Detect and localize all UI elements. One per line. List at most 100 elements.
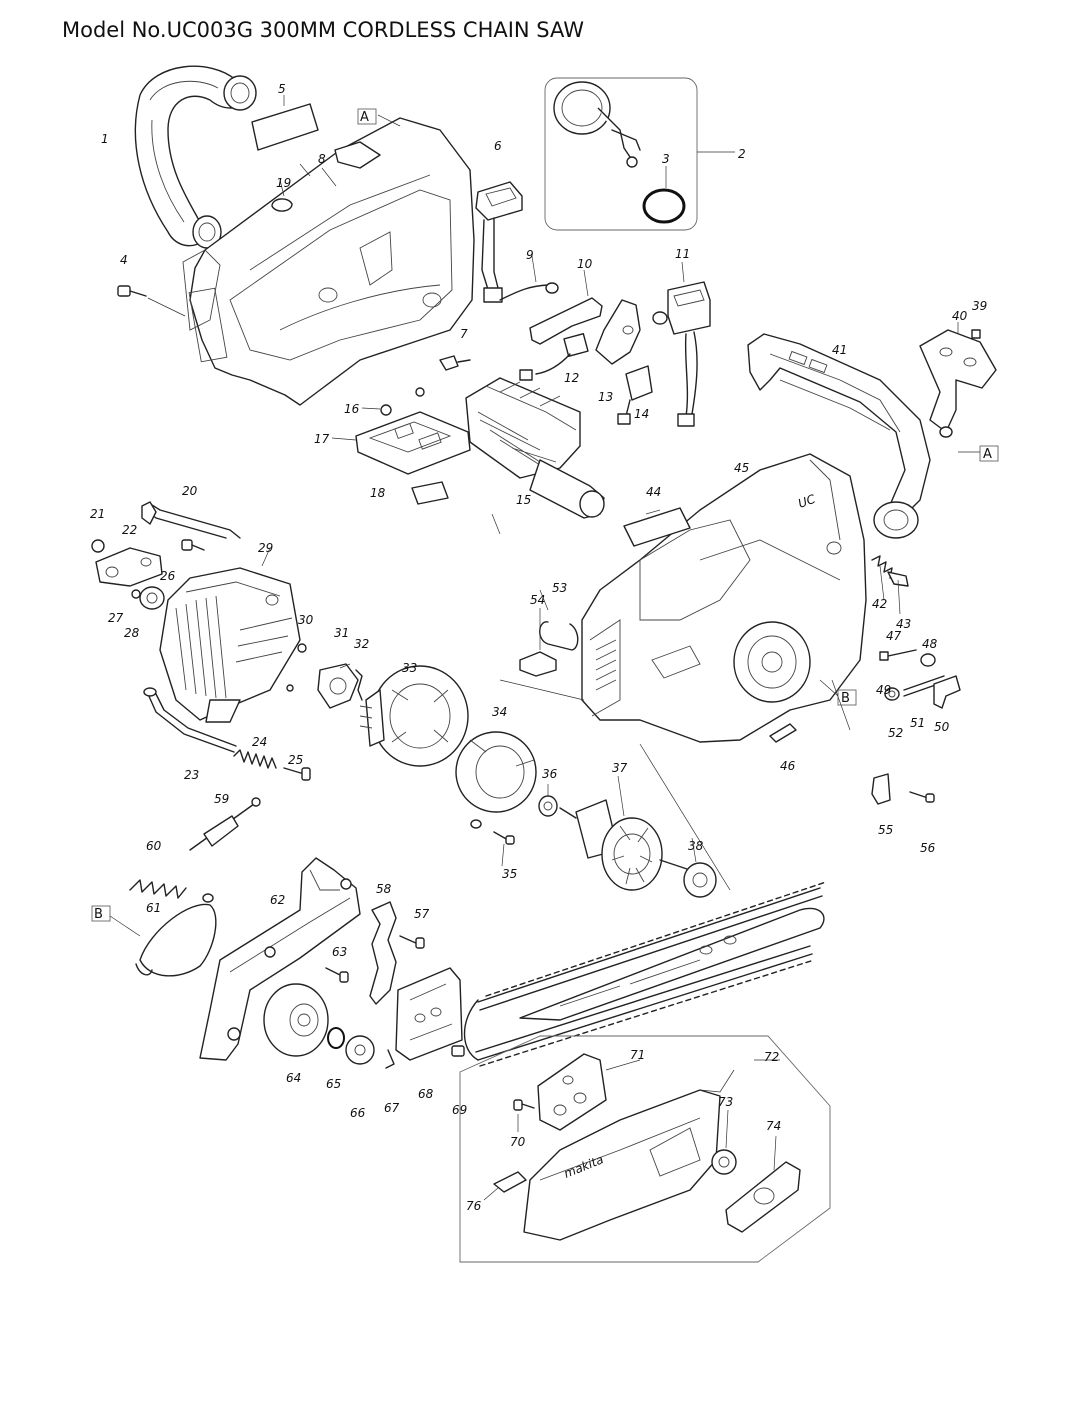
part-41-hand-guard [747, 333, 931, 539]
svg-text:A: A [983, 447, 992, 462]
part-62-brake-lever [199, 857, 361, 1061]
label-part-39: 39 [972, 299, 987, 313]
part-36-bearing [538, 795, 558, 817]
label-part-11: 11 [675, 247, 690, 261]
part-59-rod [189, 797, 261, 851]
part-46-pad [769, 723, 797, 743]
label-part-52: 52 [888, 726, 903, 740]
part-33-stator [359, 665, 469, 767]
saw-chain [463, 881, 827, 1067]
ref-mark-b-left: B [91, 905, 111, 922]
label-part-28: 28 [124, 626, 140, 640]
part-63-screw [325, 967, 349, 983]
part-57-screw [399, 935, 425, 949]
part-9-wire [499, 255, 559, 301]
part-14-switch [617, 365, 653, 425]
label-part-48: 48 [922, 637, 938, 651]
label-part-32: 32 [354, 637, 369, 651]
part-7-housing [182, 117, 475, 406]
screw-small [415, 387, 425, 397]
part-7-screw [439, 355, 471, 371]
label-part-74: 74 [766, 1119, 781, 1133]
part-43-pin [887, 571, 909, 587]
label-part-33: 33 [402, 661, 417, 675]
ref-mark-a-right: A [979, 445, 999, 462]
label-part-42: 42 [872, 597, 887, 611]
label-part-1: 1 [101, 132, 109, 146]
part-42-spring [871, 555, 893, 579]
part-2-group [544, 77, 735, 231]
part-48-collar [920, 653, 936, 667]
label-part-21: 21 [90, 507, 105, 521]
part-45-main-housing: UC [581, 453, 867, 743]
label-part-2: 2 [738, 147, 746, 161]
label-part-62: 62 [270, 893, 285, 907]
label-part-36: 36 [542, 767, 558, 781]
label-part-19: 19 [276, 176, 291, 190]
part-40-guard-bracket [919, 322, 997, 438]
label-part-20: 20 [182, 484, 198, 498]
label-leaders [261, 163, 901, 1201]
label-part-47: 47 [886, 629, 902, 643]
label-part-71: 71 [630, 1048, 645, 1062]
part-67-clip [385, 1049, 395, 1069]
part-22-oil-pump [95, 547, 163, 587]
label-part-59: 59 [214, 792, 229, 806]
label-part-57: 57 [414, 907, 430, 921]
label-part-9: 9 [526, 248, 534, 262]
svg-text:UC: UC [796, 492, 817, 511]
part-6-pad [475, 181, 523, 303]
label-part-8: 8 [318, 152, 326, 166]
part-64-clutch-drum [263, 983, 329, 1057]
part-5-label [251, 103, 319, 151]
part-17-board [355, 411, 471, 475]
guide-bar [519, 907, 825, 1021]
label-part-70: 70 [510, 1135, 526, 1149]
part-35-screw [493, 831, 515, 845]
label-part-55: 55 [878, 823, 893, 837]
part-44-label [623, 507, 691, 547]
label-part-54: 54 [530, 593, 545, 607]
label-part-25: 25 [288, 753, 303, 767]
svg-text:A: A [360, 110, 369, 125]
part-21-screw [91, 539, 105, 553]
part-15-battery-holder [465, 377, 605, 519]
part-28-bearing [139, 586, 165, 610]
label-part-51: 51 [910, 716, 925, 730]
part-58-plate [369, 901, 397, 1005]
label-part-35: 35 [502, 867, 517, 881]
label-part-49: 49 [876, 683, 891, 697]
part-74-plate [725, 1161, 801, 1233]
part-71-cover-plate [537, 1053, 607, 1131]
part-76-clip [493, 1171, 527, 1193]
label-part-46: 46 [780, 759, 796, 773]
part-72-sprocket-cover: makita [523, 1089, 721, 1241]
label-part-30: 30 [298, 613, 314, 627]
part-26-screw [181, 539, 205, 551]
page-title: Model No.UC003G 300MM CORDLESS CHAIN SAW [62, 18, 585, 42]
label-part-24: 24 [252, 735, 267, 749]
part-18-label [411, 481, 449, 505]
part-34-fan-cover [455, 731, 537, 829]
label-part-53: 53 [552, 581, 567, 595]
label-part-4: 4 [120, 253, 128, 267]
label-part-63: 63 [332, 945, 347, 959]
label-part-29: 29 [258, 541, 273, 555]
label-part-40: 40 [952, 309, 968, 323]
part-61-brake-band [135, 893, 217, 977]
label-part-14: 14 [634, 407, 649, 421]
part-24-spring [233, 749, 277, 769]
label-part-7: 7 [460, 327, 468, 341]
label-part-3: 3 [662, 152, 670, 166]
part-11-switch-box [652, 261, 711, 427]
part-32-wire [355, 669, 363, 701]
part-54-bracket [519, 651, 557, 677]
label-part-76: 76 [466, 1199, 482, 1213]
part-56-screw [909, 791, 935, 803]
part-73-nut [711, 1149, 737, 1175]
svg-text:B: B [841, 691, 850, 706]
label-part-5: 5 [278, 82, 286, 96]
label-part-13: 13 [598, 390, 613, 404]
part-29-motor-housing [159, 567, 301, 723]
label-part-41: 41 [832, 343, 847, 357]
